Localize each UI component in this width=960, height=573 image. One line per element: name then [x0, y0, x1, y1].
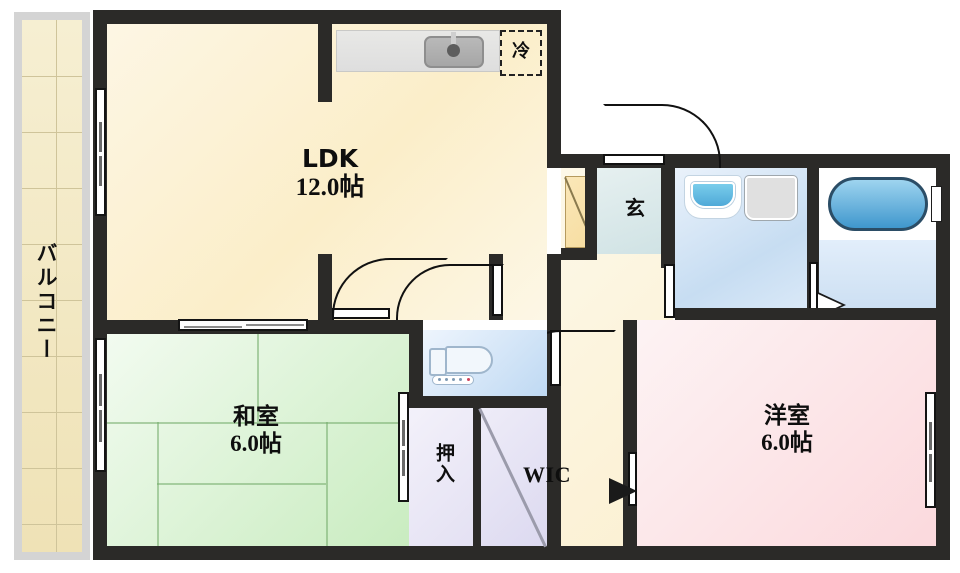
refrigerator-space: [500, 30, 542, 76]
door-leaf-washroom[interactable]: [664, 264, 675, 318]
door-swing-ldk-hall: [332, 258, 448, 374]
window-yoshitsu-right[interactable]: [925, 392, 936, 508]
balcony-grid-line: [22, 188, 82, 189]
toilet-control-dot: [459, 378, 462, 381]
exterior-wall-right: [936, 154, 950, 560]
room-label-oshiire: 押入: [433, 443, 455, 485]
window-washitsu-left[interactable]: [95, 338, 106, 472]
balcony-floor: [22, 20, 82, 552]
interior-wall-hall-upper-left: [547, 254, 561, 320]
window-washitsu-right[interactable]: [398, 392, 409, 502]
interior-wall-hall-right: [623, 320, 637, 546]
interior-wall-genkan-bottom: [561, 248, 597, 260]
exterior-wall-bottom: [93, 546, 950, 560]
balcony-grid-line: [22, 524, 82, 525]
interior-wall-genkan-left: [585, 168, 597, 260]
toilet-control-dot: [445, 378, 448, 381]
interior-wall-washroom-bottom: [675, 308, 807, 320]
window-bathroom-right[interactable]: [931, 186, 942, 222]
door-folding-wic: [609, 478, 637, 504]
room-label-ldk: LDK 12.0帖: [245, 145, 415, 202]
tatami-line: [157, 483, 326, 485]
interior-wall-ldk-bottom: [318, 254, 332, 320]
tatami-line: [107, 422, 409, 424]
balcony-grid-line: [56, 20, 57, 552]
room-label-yoshitsu: 洋室 6.0帖: [700, 403, 874, 457]
room-label-genkan: 玄: [625, 196, 645, 220]
interior-wall-bathroom-bottom: [807, 308, 938, 320]
balcony-grid-line: [22, 244, 82, 245]
balcony-grid-line: [22, 300, 82, 301]
sliding-door-washitsu-ldk[interactable]: [178, 319, 308, 331]
room-label-washitsu-size: 6.0帖: [230, 430, 282, 456]
tatami-line: [257, 334, 259, 422]
balcony-grid-line: [22, 132, 82, 133]
room-oshiire-floor: [409, 408, 473, 546]
room-label-washitsu-name: 和室: [233, 404, 279, 430]
interior-wall-genkan-right: [661, 168, 675, 268]
toilet-control-dot: [452, 378, 455, 381]
room-label-washitsu: 和室 6.0帖: [176, 404, 336, 458]
tatami-line: [326, 422, 328, 546]
refrigerator-label: 冷: [512, 41, 530, 62]
interior-wall-toilet-bottom: [409, 396, 561, 408]
door-swing-entrance: [603, 104, 721, 222]
room-label-yoshitsu-name: 洋室: [764, 403, 810, 429]
room-yoshitsu-floor: [637, 320, 936, 546]
balcony-grid-line: [22, 76, 82, 77]
balcony-grid-line: [22, 356, 82, 357]
lavatory-basin: [691, 182, 735, 208]
door-leaf-wic[interactable]: [628, 452, 637, 506]
kitchen-faucet: [451, 32, 456, 48]
bathtub: [828, 177, 928, 231]
toilet-control-dot-red: [467, 378, 470, 381]
interior-wall-oshiire-right: [473, 408, 481, 546]
kitchen-faucet-base: [447, 44, 460, 57]
room-label-yoshitsu-size: 6.0帖: [761, 429, 813, 455]
balcony-label: バルコニー: [34, 242, 58, 362]
toilet-control-dot: [438, 378, 441, 381]
balcony-grid-line: [22, 468, 82, 469]
room-genkan-floor: [597, 168, 673, 254]
exterior-wall-kitchen-right: [547, 10, 561, 168]
balcony-grid-line: [22, 412, 82, 413]
room-label-wic: WIC: [523, 462, 571, 487]
room-label-ldk-name: LDK: [301, 144, 359, 173]
washing-machine-space: [745, 176, 797, 220]
window-ldk-left[interactable]: [95, 88, 106, 216]
door-swing-hall-ldk: [396, 264, 504, 372]
room-label-ldk-size: 12.0帖: [295, 174, 365, 201]
interior-wall-kitchen-divider: [318, 10, 332, 102]
toilet-bowl: [445, 346, 493, 374]
